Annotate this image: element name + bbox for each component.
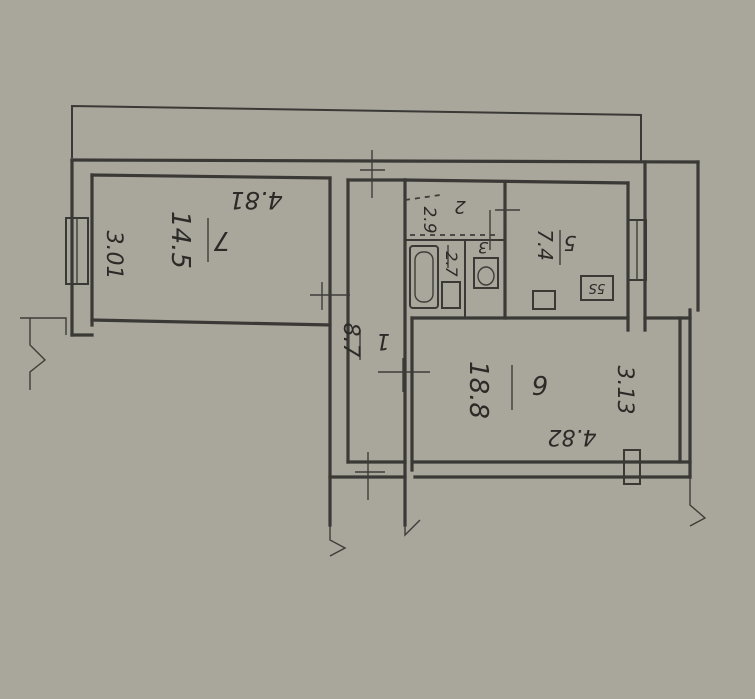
room-6-number: 6 — [532, 369, 549, 399]
room-2-area: 2.9 — [419, 206, 439, 233]
room-7-area: 14.5 — [165, 211, 195, 269]
room-6-side-dimension: 3.13 — [612, 366, 637, 415]
stove-icon: 5S — [580, 275, 614, 301]
toilet-icon — [473, 257, 499, 289]
stove-symbol: 5S — [589, 280, 606, 295]
window-right — [627, 219, 647, 281]
room-3-area: 2.7 — [442, 251, 461, 277]
room-5-number: 5 — [564, 231, 577, 255]
balcony-door — [623, 449, 641, 485]
break-lines — [20, 317, 707, 557]
room-5-area: 7.4 — [533, 229, 557, 261]
bathtub-icon — [409, 245, 439, 309]
room-2-number: 2 — [454, 196, 465, 217]
window-left — [65, 217, 89, 285]
room-1-number: 1 — [376, 328, 390, 353]
sink-icon — [441, 281, 461, 309]
room-7-number: 7 — [213, 225, 230, 255]
room-1-area: 8.7 — [338, 323, 363, 358]
room-6-bottom-dimension: 4.82 — [548, 424, 597, 449]
area-fraction-lines — [207, 218, 561, 410]
door-ticks — [310, 150, 520, 500]
kitchen-sink-icon — [532, 290, 556, 310]
room-7-side-dimension: 3.01 — [101, 231, 126, 280]
room-6-area: 18.8 — [463, 361, 493, 419]
room-3-number: 3 — [478, 238, 488, 257]
room-7-top-dimension: 4.81 — [229, 186, 282, 214]
balcony-outline — [71, 104, 642, 162]
